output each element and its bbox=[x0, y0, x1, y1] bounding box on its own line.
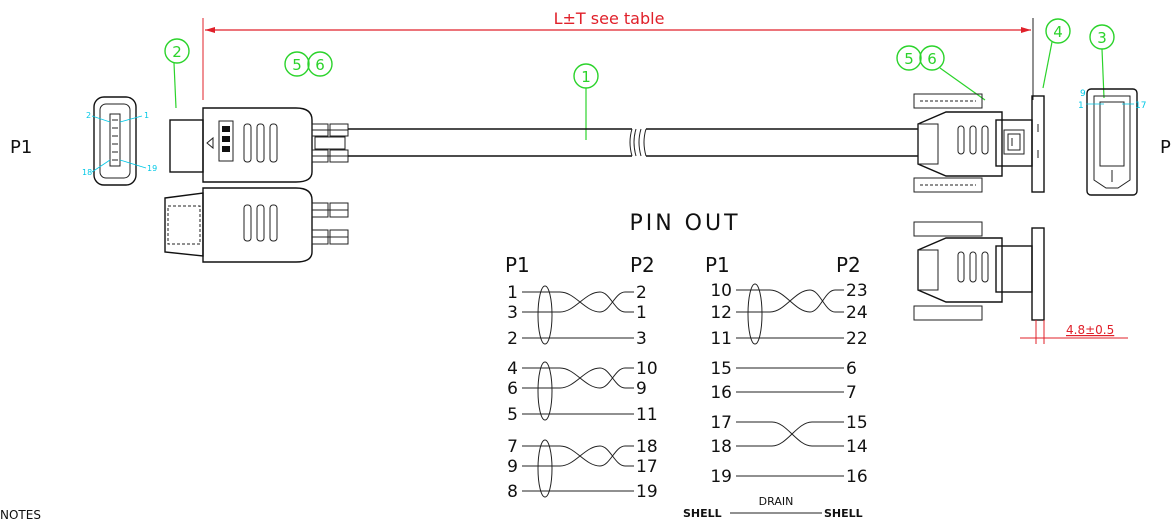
left-p1-pin: 1 bbox=[507, 283, 518, 303]
svg-text:4: 4 bbox=[1053, 23, 1063, 41]
twist-a bbox=[559, 367, 601, 389]
length-dimension: L±T see table bbox=[202, 9, 1034, 100]
right-header-p2: P2 bbox=[836, 253, 861, 277]
left-p1-pin: 7 bbox=[507, 437, 518, 457]
hdmi-plug-top bbox=[164, 187, 349, 263]
twist-a bbox=[771, 421, 813, 447]
dvi-end-view: 9 1 17 bbox=[1078, 88, 1146, 196]
right-p1-pin: 16 bbox=[710, 383, 732, 403]
left-p1-pin: 4 bbox=[507, 359, 518, 379]
right-p1-pin: 19 bbox=[710, 467, 732, 487]
left-p2-pin: 9 bbox=[636, 379, 647, 399]
right-p1-pin: 18 bbox=[710, 437, 732, 457]
left-p1-pin: 5 bbox=[507, 405, 518, 425]
left-p2-pin: 1 bbox=[636, 303, 647, 323]
svg-text:17: 17 bbox=[1135, 101, 1146, 111]
notes-label: NOTES bbox=[0, 508, 41, 521]
balloon-56-left: 5 6 bbox=[284, 51, 333, 77]
hdmi-end-view: 2 1 18 19 bbox=[82, 96, 157, 186]
twist-a bbox=[559, 445, 601, 467]
right-p1-pin: 12 bbox=[710, 303, 732, 323]
right-p2-pin: 22 bbox=[846, 329, 868, 349]
left-p2-pin: 3 bbox=[636, 329, 647, 349]
left-p2-pin: 10 bbox=[636, 359, 658, 379]
svg-text:2: 2 bbox=[86, 111, 91, 120]
right-p2-pin: 14 bbox=[846, 437, 868, 457]
left-p2-pin: 2 bbox=[636, 283, 647, 303]
svg-text:19: 19 bbox=[147, 164, 157, 173]
left-p1-pin: 3 bbox=[507, 303, 518, 323]
svg-text:3: 3 bbox=[1097, 29, 1107, 47]
right-p2-pin: 24 bbox=[846, 303, 868, 323]
left-p2-pin: 11 bbox=[636, 405, 658, 425]
twist-b bbox=[599, 367, 626, 389]
balloon-4: 4 bbox=[1042, 18, 1071, 89]
shell-right: SHELL bbox=[824, 507, 863, 520]
pinout-title: PIN OUT bbox=[629, 211, 740, 236]
svg-text:2: 2 bbox=[172, 43, 182, 61]
svg-text:5: 5 bbox=[904, 50, 914, 68]
right-p1-pin: 15 bbox=[710, 359, 732, 379]
right-header-p1: P1 bbox=[705, 253, 730, 277]
svg-text:9: 9 bbox=[1080, 89, 1086, 99]
p2-label: P bbox=[1160, 137, 1171, 158]
dvi-plug-side bbox=[913, 93, 1045, 193]
svg-text:1: 1 bbox=[144, 111, 149, 120]
right-p1-pin: 11 bbox=[710, 329, 732, 349]
shield-ellipse bbox=[747, 283, 763, 345]
dvi-plug-top: 4.8±0.5 bbox=[913, 221, 1128, 344]
right-p2-pin: 7 bbox=[846, 383, 857, 403]
left-p1-pin: 8 bbox=[507, 482, 518, 502]
twist-b bbox=[599, 445, 626, 467]
balloon-1: 1 bbox=[573, 63, 599, 140]
cable-body bbox=[348, 128, 918, 157]
svg-text:1: 1 bbox=[581, 68, 591, 86]
right-p1-pin: 10 bbox=[710, 281, 732, 301]
right-p2-pin: 15 bbox=[846, 413, 868, 433]
left-header-p1: P1 bbox=[505, 253, 530, 277]
right-p2-pin: 6 bbox=[846, 359, 857, 379]
svg-text:6: 6 bbox=[927, 50, 937, 68]
left-p1-pin: 9 bbox=[507, 457, 518, 477]
balloon-3: 3 bbox=[1089, 24, 1115, 99]
svg-text:1: 1 bbox=[1078, 101, 1084, 111]
shield-ellipse bbox=[537, 361, 553, 421]
right-p1-pin: 17 bbox=[710, 413, 732, 433]
left-p2-pin: 17 bbox=[636, 457, 658, 477]
left-p2-pin: 18 bbox=[636, 437, 658, 457]
twist-a bbox=[769, 289, 811, 313]
balloon-56-right: 5 6 bbox=[896, 45, 986, 101]
twist-a bbox=[559, 291, 601, 313]
drain-label: DRAIN bbox=[759, 495, 794, 508]
shield-ellipse bbox=[537, 285, 553, 345]
shell-left: SHELL bbox=[683, 507, 722, 520]
dimension-label: 4.8±0.5 bbox=[1066, 323, 1114, 337]
left-p1-pin: 2 bbox=[507, 329, 518, 349]
length-label: L±T see table bbox=[554, 9, 665, 28]
svg-text:18: 18 bbox=[82, 168, 92, 177]
shield-ellipse bbox=[537, 439, 553, 498]
twist-b bbox=[599, 291, 626, 313]
left-p2-pin: 19 bbox=[636, 482, 658, 502]
balloon-2: 2 bbox=[164, 38, 190, 109]
right-p2-pin: 16 bbox=[846, 467, 868, 487]
right-p2-pin: 23 bbox=[846, 281, 868, 301]
hdmi-plug-side bbox=[169, 107, 349, 183]
left-header-p2: P2 bbox=[630, 253, 655, 277]
twist-b bbox=[809, 289, 836, 313]
left-p1-pin: 6 bbox=[507, 379, 518, 399]
p1-label: P1 bbox=[10, 137, 32, 158]
svg-text:6: 6 bbox=[315, 56, 325, 74]
svg-text:5: 5 bbox=[292, 56, 302, 74]
